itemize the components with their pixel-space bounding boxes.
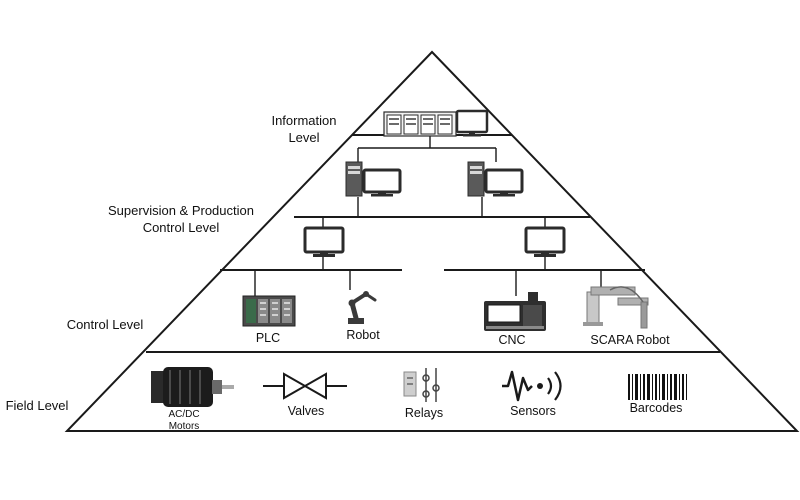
scara-robot-icon [583, 286, 649, 329]
sensor-icon [502, 370, 562, 402]
motors-label-line-1: AC/DC [168, 409, 200, 420]
robot-label: Robot [346, 328, 380, 342]
workstation-icon-right [467, 161, 524, 197]
information-level-line-2: Level [288, 130, 320, 145]
network-lines [254, 135, 602, 296]
plc-label: PLC [255, 331, 281, 345]
cnc-machine-icon [484, 292, 546, 331]
server-rack-icon [383, 111, 457, 137]
workstation-icon-left [345, 161, 402, 197]
supervision-level-label: Supervision & Production Control Level [88, 202, 274, 236]
hmi-monitor-icon-left [303, 226, 345, 257]
pyramid-outline [64, 50, 800, 432]
information-level-line-1: Information [271, 113, 337, 128]
barcodes-label: Barcodes [629, 401, 683, 415]
control-level-text: Control Level [66, 317, 144, 332]
valve-icon [263, 372, 347, 400]
motor-icon [151, 367, 234, 407]
industrial-robot-icon [348, 291, 377, 324]
supervision-level-line-1: Supervision & Production [108, 203, 254, 218]
hmi-monitor-icon-right [524, 226, 566, 257]
cnc-label: CNC [498, 333, 526, 347]
relays-label: Relays [404, 406, 444, 420]
plc-icon [242, 295, 296, 327]
sensors-label: Sensors [510, 404, 556, 418]
motors-label-line-2: Motors [168, 421, 200, 432]
field-level-text: Field Level [5, 398, 69, 413]
valves-label: Valves [287, 404, 325, 418]
supervision-level-line-2: Control Level [142, 220, 220, 235]
control-level-label: Control Level [55, 316, 155, 333]
barcode-icon [628, 374, 687, 400]
information-level-label: Information Level [250, 112, 358, 146]
scara-robot-label: SCARA Robot [590, 333, 670, 347]
motors-label: AC/DC Motors [156, 409, 212, 433]
field-level-label: Field Level [0, 397, 74, 414]
relay-icon [403, 368, 440, 402]
monitor-icon [455, 109, 489, 137]
